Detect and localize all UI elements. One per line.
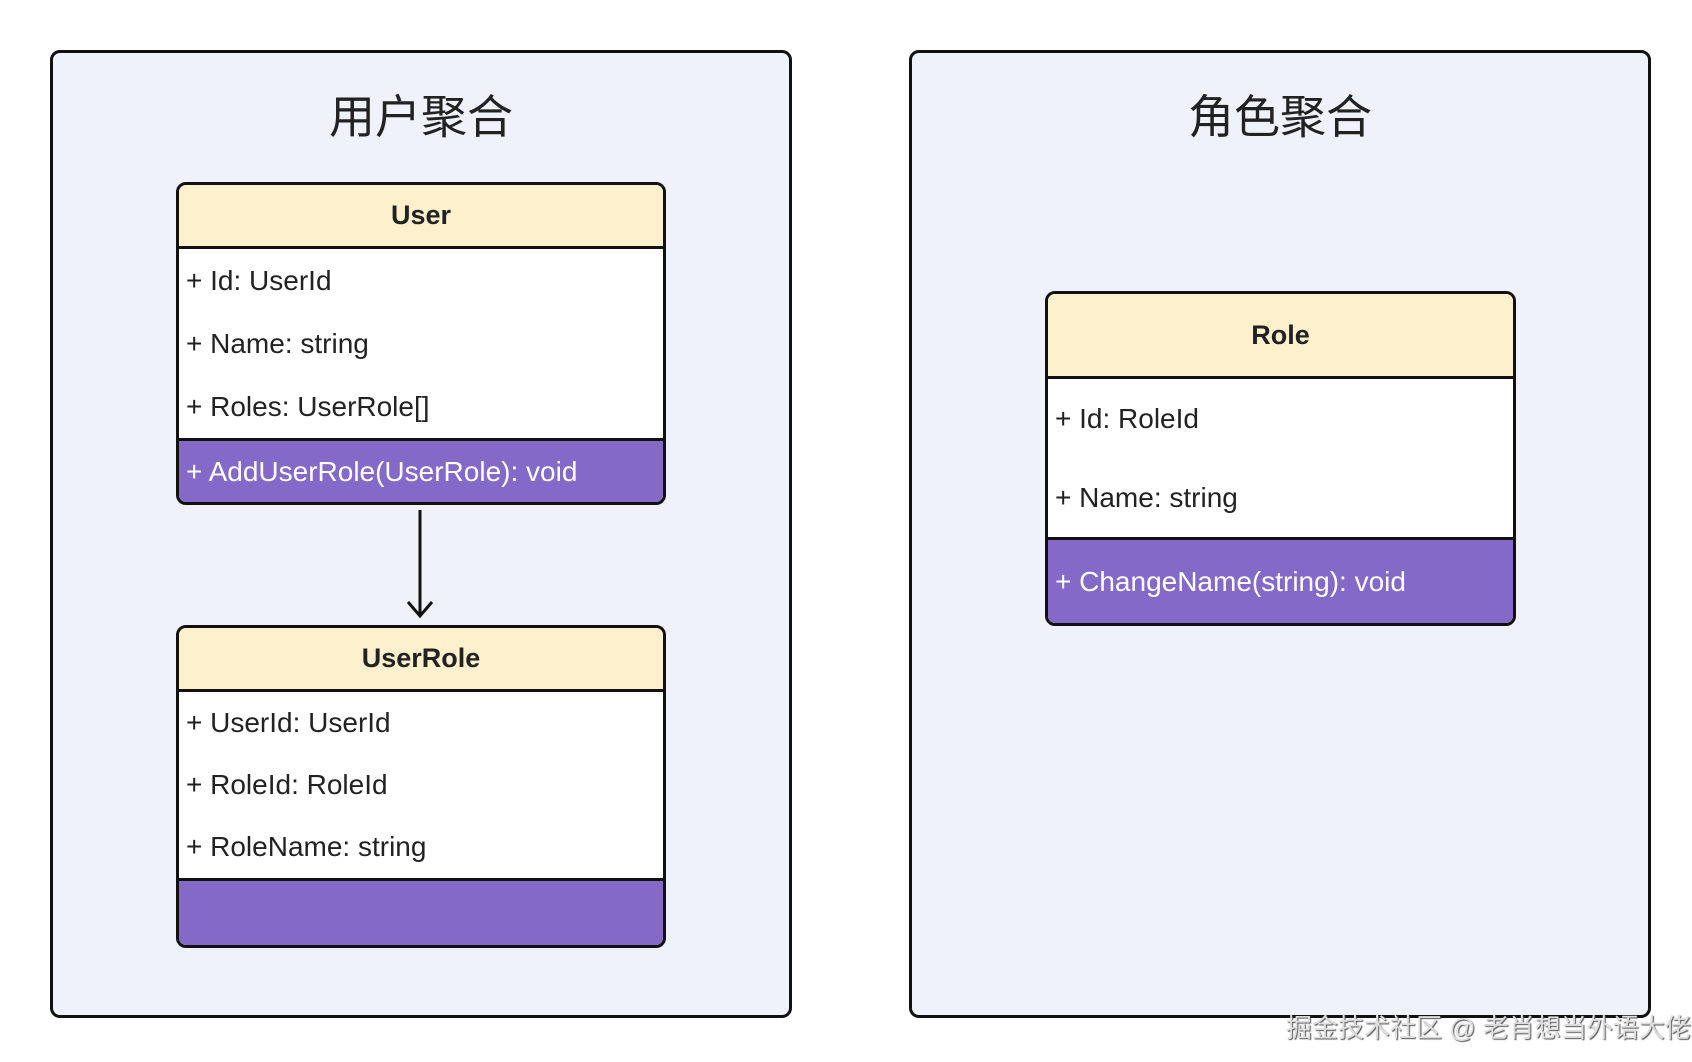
class-role[interactable]: Role + Id: RoleId + Name: string + Chang… xyxy=(1045,291,1516,626)
aggregate-title: 用户聚合 xyxy=(329,91,513,143)
method: + ChangeName(string): void xyxy=(1048,537,1513,623)
class-name: Role xyxy=(1048,294,1513,379)
attribute: + Name: string xyxy=(186,327,369,359)
attribute: + RoleName: string xyxy=(186,831,427,862)
method-section xyxy=(179,878,663,945)
attribute: + Name: string xyxy=(1055,481,1238,513)
watermark: 掘金技术社区 @ 老肖想当外语大佬 xyxy=(1286,1013,1691,1043)
attribute: + Roles: UserRole[] xyxy=(186,390,430,422)
class-name: UserRole xyxy=(179,628,663,692)
aggregate-title: 角色聚合 xyxy=(1188,91,1372,143)
attribute: + RoleId: RoleId xyxy=(186,769,388,800)
attribute: + UserId: UserId xyxy=(186,707,391,738)
attribute: + Id: RoleId xyxy=(1055,402,1199,434)
association-arrow xyxy=(406,510,434,619)
class-user[interactable]: User + Id: UserId + Name: string + Roles… xyxy=(176,182,666,505)
method: + AddUserRole(UserRole): void xyxy=(179,438,663,502)
class-name: User xyxy=(179,185,663,249)
class-userrole[interactable]: UserRole + UserId: UserId + RoleId: Role… xyxy=(176,625,666,948)
attribute: + Id: UserId xyxy=(186,264,332,296)
